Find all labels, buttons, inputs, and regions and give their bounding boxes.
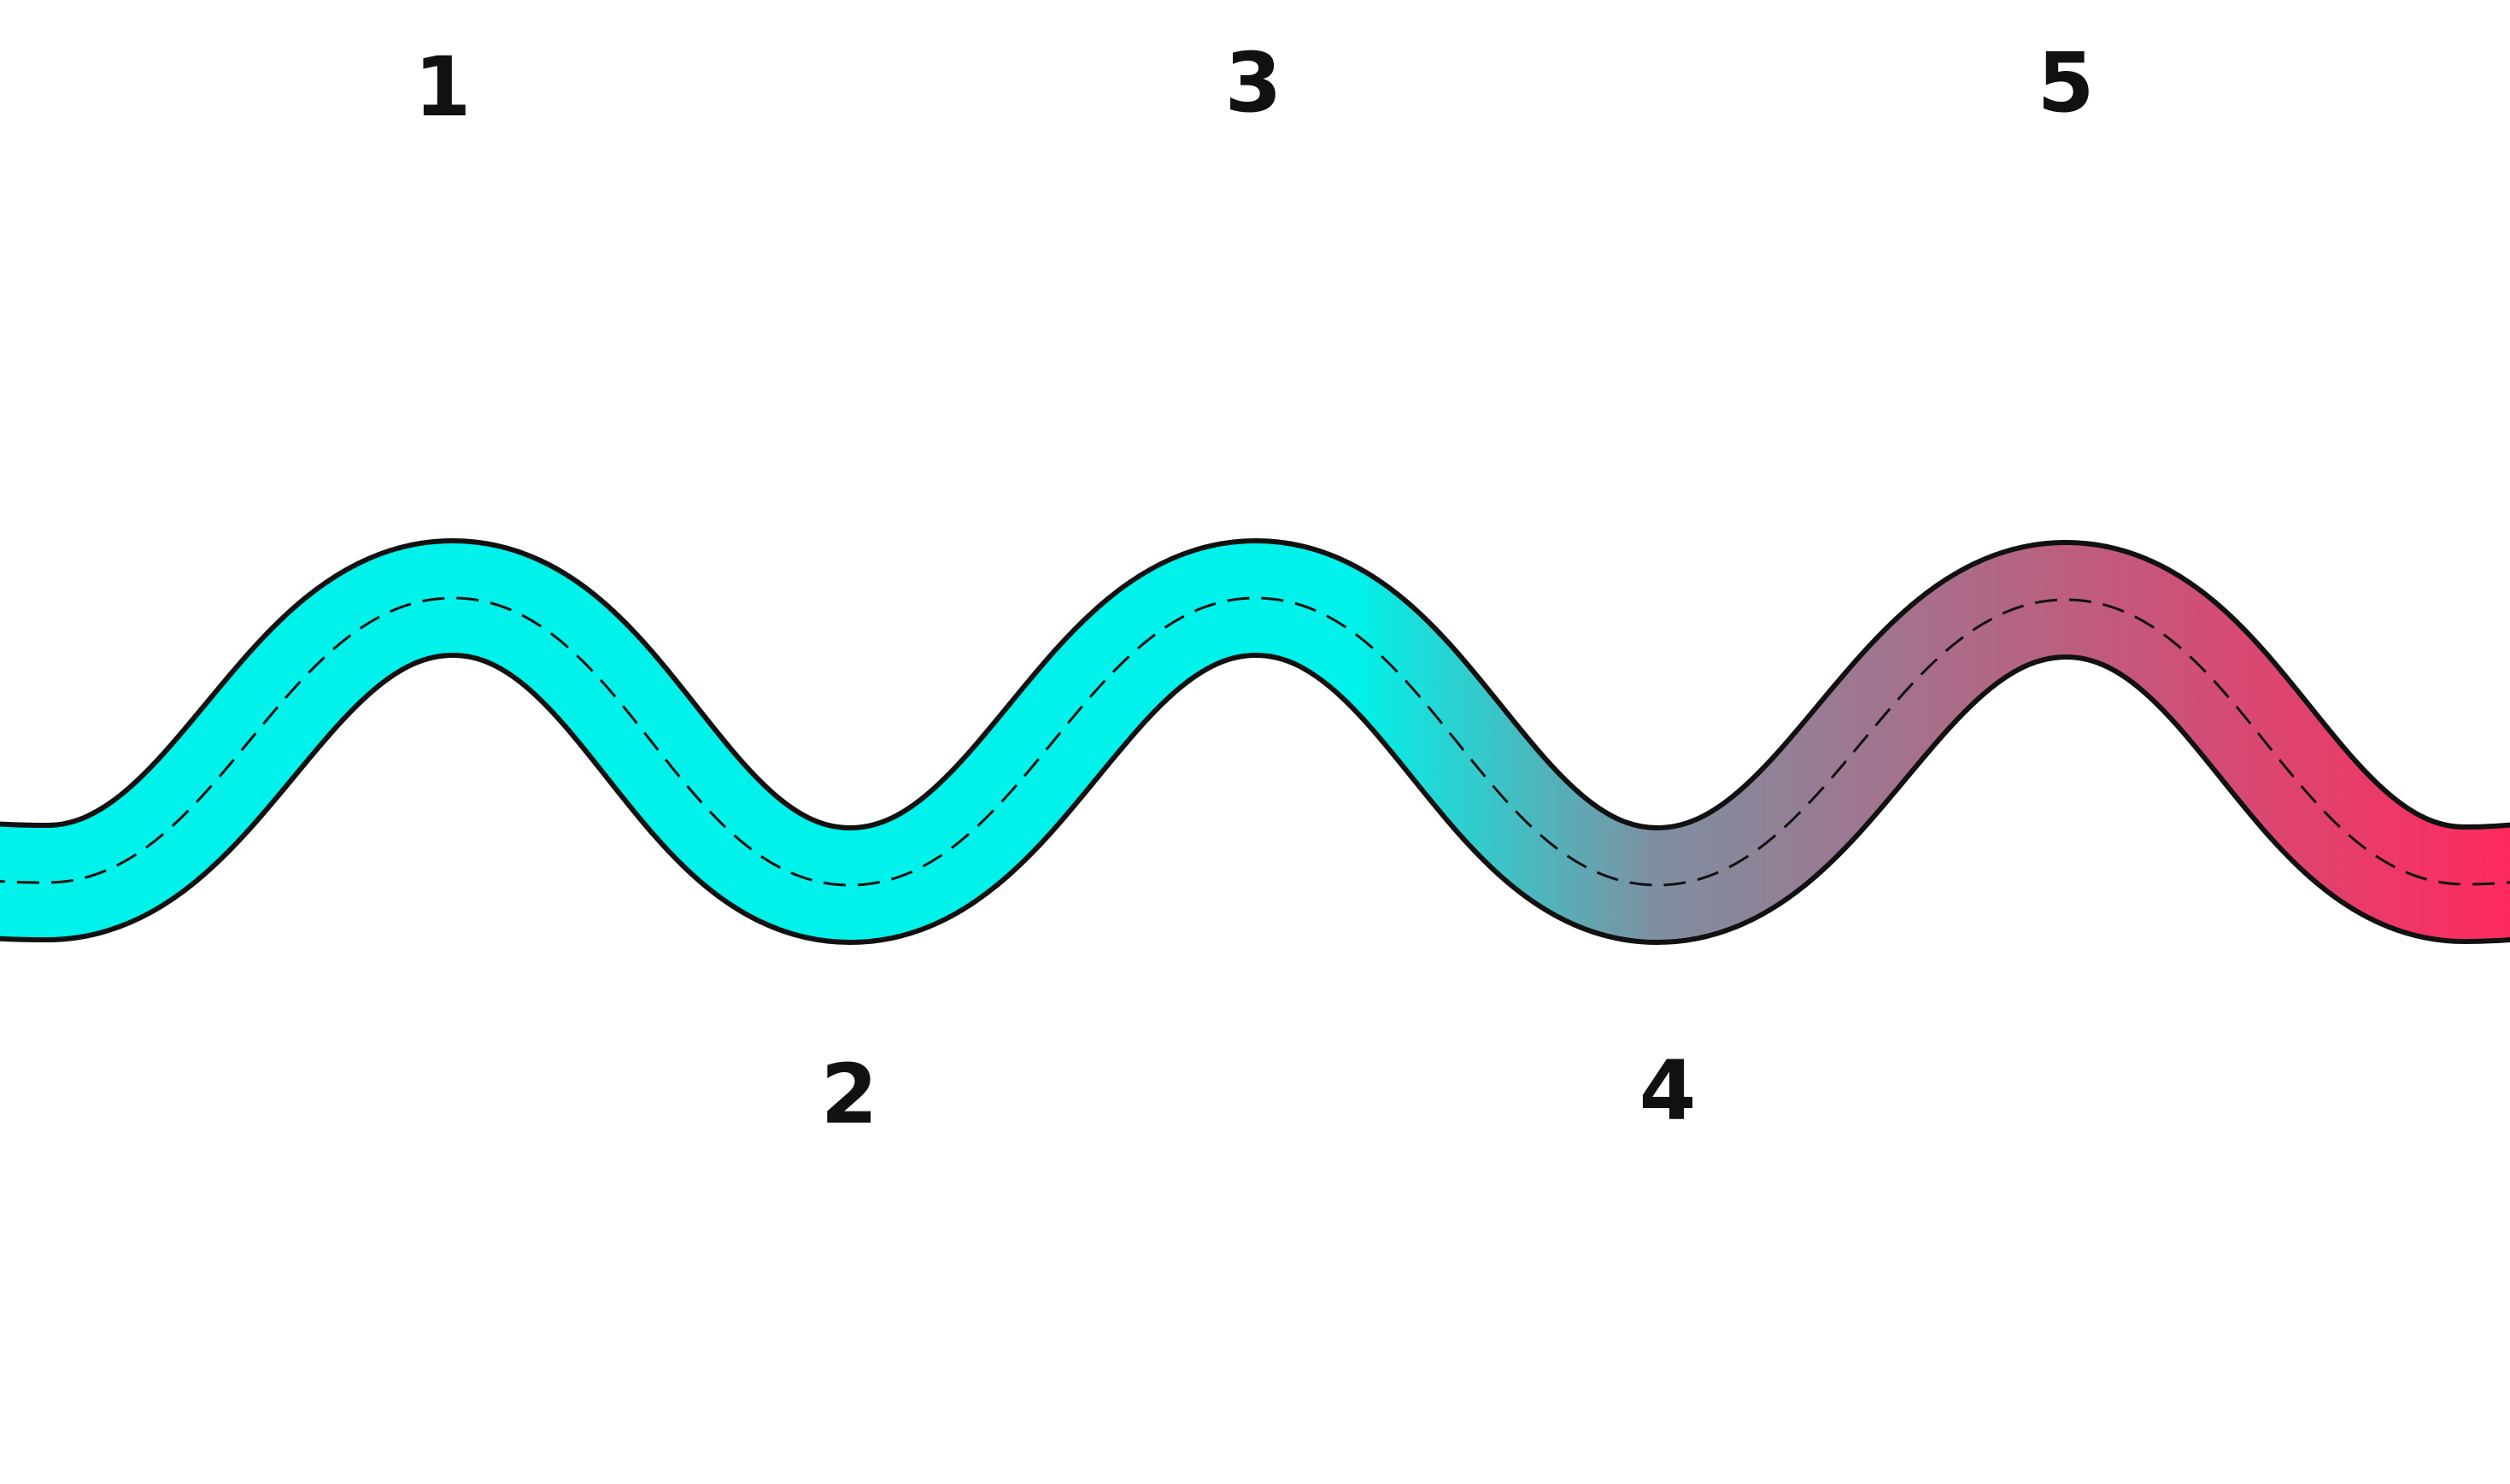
step-number-5: 5 <box>2038 35 2095 131</box>
step-number-3: 3 <box>1225 35 1282 131</box>
road-body <box>0 543 2510 940</box>
step-number-4: 4 <box>1639 1043 1697 1139</box>
step-number-2: 2 <box>821 1047 878 1142</box>
step-number-1: 1 <box>414 39 472 135</box>
